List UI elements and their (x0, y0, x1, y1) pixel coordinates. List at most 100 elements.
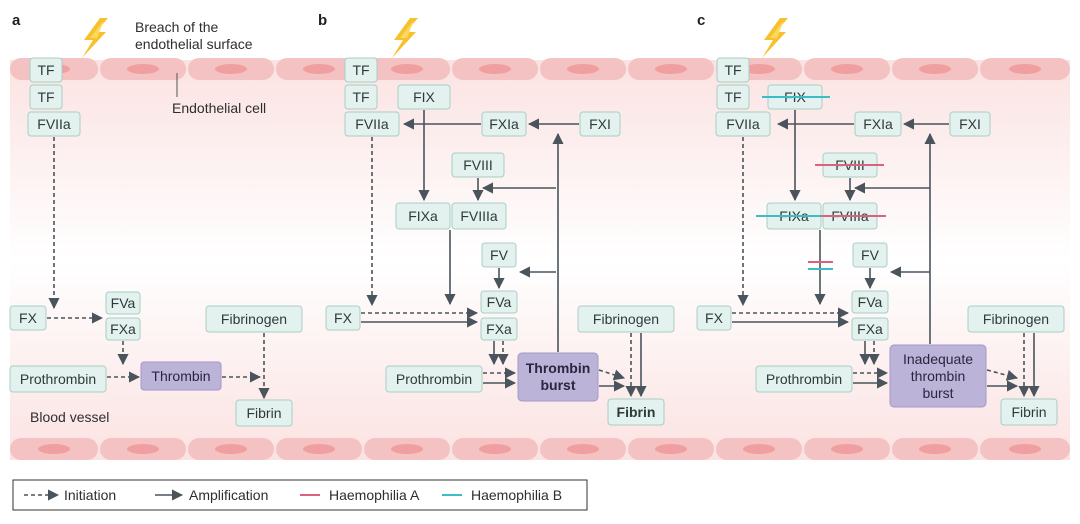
factor-fibrinogen: Fibrinogen (577, 305, 675, 333)
factor-fibrin: Fibrin (235, 399, 293, 427)
svg-text:FVa: FVa (111, 295, 136, 311)
factor-tf: TF (344, 57, 378, 83)
svg-text:FVIIIa: FVIIIa (460, 208, 498, 224)
svg-text:Fibrin: Fibrin (246, 405, 281, 421)
breach-label-line1: Breach of the (135, 19, 218, 35)
legend: Initiation Amplification Haemophilia A H… (12, 479, 588, 511)
factor-fixa: FIXa (395, 202, 451, 230)
svg-text:Prothrombin: Prothrombin (396, 371, 472, 387)
factor-fix: FIX (397, 84, 451, 110)
factor-fv: FV (852, 242, 888, 268)
factor-fviia: FVIIa (715, 111, 771, 137)
svg-text:TF: TF (724, 89, 741, 105)
factor-tf: TF (344, 84, 378, 110)
svg-text:FIXa: FIXa (408, 208, 438, 224)
panel-c: c TF TF FIX FVIIa FXIa FXI FVIII FIXa FV… (696, 12, 1065, 426)
svg-text:burst: burst (541, 377, 576, 393)
legend-initiation-label: Initiation (64, 487, 116, 503)
svg-text:Fibrinogen: Fibrinogen (593, 311, 659, 327)
svg-text:FX: FX (19, 310, 38, 326)
svg-text:FXI: FXI (959, 116, 981, 132)
factor-prothrombin: Prothrombin (9, 365, 107, 393)
svg-text:TF: TF (37, 89, 54, 105)
factor-fviia: FVIIa (27, 111, 81, 137)
initiation-arrow (986, 369, 1019, 381)
factor-fviiia: FVIIIa (451, 202, 507, 230)
thrombin-box: Thrombin (140, 361, 222, 391)
legend-haemophilia-a-label: Haemophilia A (329, 487, 420, 503)
svg-text:FXIa: FXIa (489, 116, 519, 132)
svg-text:FXIa: FXIa (863, 116, 893, 132)
svg-text:FVIIa: FVIIa (355, 116, 389, 132)
svg-text:FXa: FXa (486, 321, 512, 337)
panel-a: a Breach of the endothelial surface Endo… (9, 12, 303, 427)
svg-text:TF: TF (352, 62, 369, 78)
factor-fx: FX (696, 305, 732, 331)
svg-text:FVIII: FVIII (463, 157, 493, 173)
factor-tf: TF (716, 57, 750, 83)
factor-fv: FV (481, 242, 517, 268)
initiation-arrow (598, 369, 626, 381)
svg-text:FVa: FVa (858, 294, 883, 310)
lightning-bolt-icon (82, 18, 108, 58)
svg-text:burst: burst (922, 385, 953, 401)
svg-text:FX: FX (334, 310, 353, 326)
factor-fx: FX (325, 305, 361, 331)
svg-text:Thrombin: Thrombin (526, 360, 591, 376)
legend-haemophilia-b-label: Haemophilia B (471, 487, 562, 503)
svg-text:Fibrin: Fibrin (1011, 404, 1046, 420)
blood-vessel-label: Blood vessel (30, 409, 109, 425)
panel-label: b (318, 12, 327, 29)
lightning-bolt-icon (392, 18, 418, 58)
svg-text:FV: FV (861, 247, 880, 263)
factor-fibrin: Fibrin (607, 398, 665, 426)
svg-text:Thrombin: Thrombin (151, 368, 210, 384)
factor-fibrin: Fibrin (1000, 398, 1058, 426)
factor-fva: FVa (480, 290, 518, 314)
panel-b: b TF TF FIX FVIIa FXIa FXI FVIII FIXa FV… (318, 12, 675, 426)
svg-text:FXa: FXa (857, 321, 883, 337)
panel-label: c (697, 12, 705, 29)
panel-label: a (12, 12, 21, 29)
factor-fva: FVa (851, 290, 889, 314)
factor-fva: FVa (105, 291, 141, 315)
lightning-bolt-icon (762, 18, 788, 58)
factor-fxa: FXa (105, 317, 141, 341)
factor-fxia: FXIa (481, 111, 527, 137)
svg-text:FXa: FXa (110, 321, 136, 337)
factor-tf: TF (29, 57, 63, 83)
factor-fxa: FXa (480, 317, 518, 341)
svg-text:TF: TF (37, 62, 54, 78)
breach-label-line2: endothelial surface (135, 36, 253, 52)
svg-text:FX: FX (705, 310, 724, 326)
factor-prothrombin: Prothrombin (385, 365, 483, 393)
svg-text:Prothrombin: Prothrombin (20, 371, 96, 387)
factor-tf: TF (29, 84, 63, 110)
svg-text:FV: FV (490, 247, 509, 263)
endothelial-layer-bottom (10, 438, 1070, 460)
svg-text:Fibrinogen: Fibrinogen (983, 311, 1049, 327)
svg-text:Inadequate: Inadequate (903, 351, 973, 367)
svg-text:Fibrinogen: Fibrinogen (221, 311, 287, 327)
factor-fxia: FXIa (854, 111, 902, 137)
legend-amplification-label: Amplification (189, 487, 268, 503)
factor-fxa: FXa (851, 317, 889, 341)
factor-fxi: FXI (579, 111, 621, 137)
factor-fviia: FVIIa (344, 111, 400, 137)
svg-text:FXI: FXI (589, 116, 611, 132)
svg-text:FVIIa: FVIIa (37, 116, 71, 132)
factor-fx: FX (9, 305, 47, 331)
svg-text:Fibrin: Fibrin (617, 404, 656, 420)
endothelial-cell-label: Endothelial cell (172, 100, 266, 116)
svg-text:Prothrombin: Prothrombin (766, 371, 842, 387)
factor-prothrombin: Prothrombin (755, 365, 853, 393)
factor-fxi: FXI (949, 111, 991, 137)
factor-tf: TF (716, 84, 750, 110)
factor-fibrinogen: Fibrinogen (967, 305, 1065, 333)
factor-fviii: FVIII (451, 152, 505, 178)
svg-text:thrombin: thrombin (911, 368, 965, 384)
svg-text:FVIIa: FVIIa (726, 116, 760, 132)
